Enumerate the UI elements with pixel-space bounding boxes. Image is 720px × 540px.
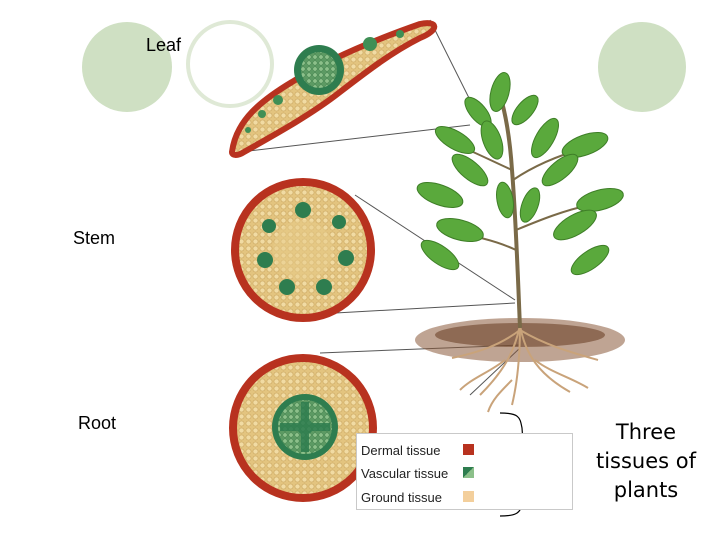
- stem-cross-section: [231, 178, 375, 322]
- leaf-label: Leaf: [146, 35, 182, 55]
- decor-circle-left: [82, 22, 172, 112]
- slide-title: Three tissues of plants: [595, 420, 697, 502]
- stem-label: Stem: [73, 228, 116, 248]
- legend-dermal-swatch: [463, 444, 474, 455]
- root-cross-section: [229, 354, 377, 502]
- leaf-cross-section: [228, 20, 438, 158]
- legend-ground: Ground tissue: [361, 490, 442, 505]
- decor-ring-left: [186, 20, 274, 108]
- legend-dermal: Dermal tissue: [361, 443, 441, 458]
- decor-circle-right: [598, 22, 686, 112]
- root-label: Root: [78, 413, 117, 433]
- legend-ground-swatch: [463, 491, 474, 502]
- legend-vascular: Vascular tissue: [361, 466, 449, 481]
- legend-vascular-swatch: [463, 467, 474, 478]
- tissue-legend: Dermal tissue Vascular tissue Ground tis…: [356, 433, 573, 510]
- plant-illustration: [415, 72, 625, 413]
